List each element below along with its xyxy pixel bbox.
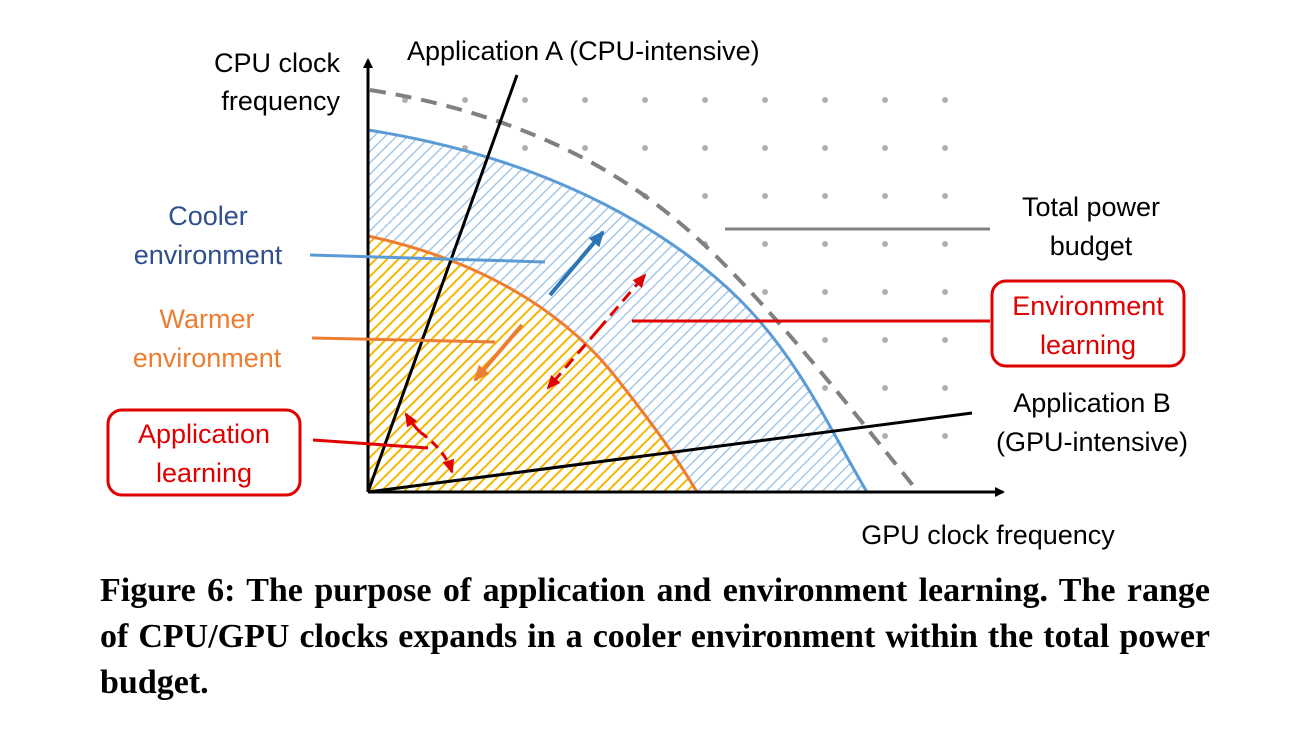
app-a-line xyxy=(366,74,519,493)
app-learning-label-line2: learning xyxy=(156,458,252,488)
grid-dot xyxy=(762,193,768,199)
app-learning-arrow-back xyxy=(404,412,422,434)
grid-dot xyxy=(762,289,768,295)
app-learning-leader xyxy=(312,438,429,450)
env-learning-label-line1: Environment xyxy=(1012,291,1164,321)
y-axis-label-line1: CPU clock xyxy=(214,48,341,78)
grid-dot xyxy=(822,241,828,247)
figure-caption: Figure 6: The purpose of application and… xyxy=(100,572,1210,701)
app-learning-arrow xyxy=(419,430,455,474)
power-label-line2: budget xyxy=(1050,231,1133,261)
env-learning-arrow-down xyxy=(546,329,600,390)
warmer-region xyxy=(368,236,697,492)
grid-dot xyxy=(942,145,948,151)
x-axis-label: GPU clock frequency xyxy=(861,520,1115,550)
env-learning-label-line2: learning xyxy=(1040,330,1136,360)
grid-dot xyxy=(822,193,828,199)
grid-dot xyxy=(702,145,708,151)
app-b-line xyxy=(367,411,973,494)
grid-dot xyxy=(642,97,648,103)
grid-dot xyxy=(882,241,888,247)
grid-dot xyxy=(882,433,888,439)
grid-dot xyxy=(522,97,528,103)
grid-dot xyxy=(702,193,708,199)
figure-diagram: CPU clock frequency Application A (CPU-i… xyxy=(106,36,1188,550)
warmer-leader xyxy=(311,336,496,344)
warmer-label-line1: Warmer xyxy=(160,304,255,334)
grid-dot xyxy=(822,97,828,103)
env-learning-arrow-up xyxy=(596,273,647,331)
grid-dot xyxy=(942,97,948,103)
env-learning-box xyxy=(990,279,1186,368)
cooler-boundary xyxy=(367,128,869,493)
grid-dot xyxy=(642,145,648,151)
grid-dot xyxy=(882,97,888,103)
cooler-label-line1: Cooler xyxy=(168,201,248,231)
app-learning-label-line1: Application xyxy=(138,419,270,449)
app-a-label: Application A (CPU-intensive) xyxy=(407,36,760,66)
grid-dot xyxy=(942,433,948,439)
cooler-leader xyxy=(309,253,546,264)
grid-dot xyxy=(882,337,888,343)
app-b-label-line1: Application B xyxy=(1013,388,1171,418)
warmer-arrow xyxy=(473,323,524,382)
power-label-line1: Total power xyxy=(1022,192,1160,222)
power-budget-curve xyxy=(369,88,917,490)
grid-dot xyxy=(942,289,948,295)
cooler-label-line2: environment xyxy=(134,240,283,270)
grid-dot xyxy=(762,145,768,151)
grid-dot xyxy=(822,145,828,151)
cooler-arrow xyxy=(548,230,605,297)
grid-dot xyxy=(522,145,528,151)
grid-dot xyxy=(822,337,828,343)
grid-dot xyxy=(882,193,888,199)
grid-dot xyxy=(942,241,948,247)
warmer-label-line2: environment xyxy=(133,343,282,373)
grid-dot xyxy=(942,385,948,391)
grid-dot xyxy=(882,145,888,151)
y-axis-label-line2: frequency xyxy=(221,86,340,116)
grid-dot xyxy=(702,97,708,103)
grid-dot xyxy=(582,97,588,103)
app-learning-box xyxy=(106,408,302,497)
grid-dot xyxy=(882,385,888,391)
app-b-label-line2: (GPU-intensive) xyxy=(996,427,1188,457)
grid-dot xyxy=(462,97,468,103)
grid-dot xyxy=(582,145,588,151)
grid-dot xyxy=(822,289,828,295)
grid-dot xyxy=(822,385,828,391)
grid-dot xyxy=(882,289,888,295)
grid-dot xyxy=(942,193,948,199)
grid-dot xyxy=(762,97,768,103)
grid-dot xyxy=(942,337,948,343)
grid-dot xyxy=(762,241,768,247)
